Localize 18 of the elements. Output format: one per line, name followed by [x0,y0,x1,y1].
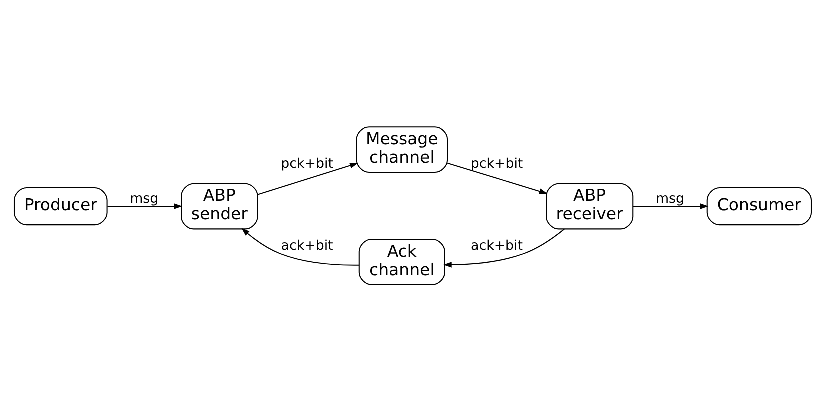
edge-label: msg [130,191,159,206]
node-box: ABP receiver [546,182,634,230]
node-box: Message channel [356,126,448,172]
node-box: Producer [14,186,108,226]
edge-label: ack+bit [281,238,334,254]
edge-label: pck+bit [281,156,334,172]
arrow [242,228,360,266]
node-box: Ack channel [358,238,446,285]
arrow [258,162,358,195]
edge-label: msg [656,191,685,206]
node-box: ABP sender [181,182,258,230]
edge-label: pck+bit [470,156,524,172]
arrow [448,162,548,194]
arrow [444,228,565,268]
arrow [633,203,709,209]
edge-label: ack+bit [471,238,524,254]
arrow [108,203,183,209]
node-box: Consumer [706,186,812,226]
